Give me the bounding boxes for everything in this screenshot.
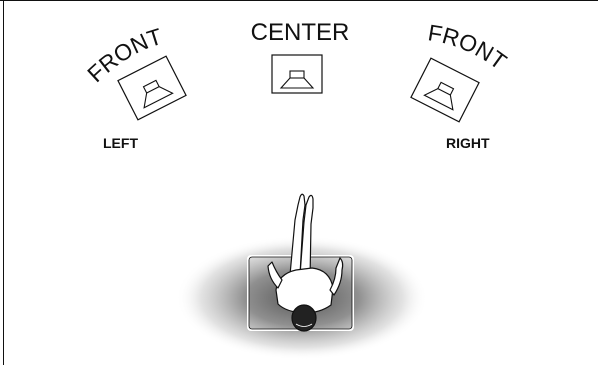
front-left-speaker-driver-icon (142, 79, 174, 109)
center-speaker-cabinet (271, 54, 323, 94)
front-right-speaker-cabinet (410, 57, 480, 123)
center-speaker-driver-icon (279, 70, 315, 89)
front-left-speaker: FRONT LEFT (82, 23, 187, 151)
front-right-speaker: FRONT RIGHT (410, 19, 511, 151)
center-speaker-title: CENTER (251, 19, 350, 46)
center-speaker: CENTER (251, 19, 350, 94)
front-right-speaker-driver-icon (423, 81, 455, 111)
front-left-speaker-cabinet (117, 55, 187, 121)
seated-listener-icon (267, 193, 344, 332)
front-right-label: RIGHT (446, 135, 490, 151)
front-left-label: LEFT (103, 135, 138, 151)
